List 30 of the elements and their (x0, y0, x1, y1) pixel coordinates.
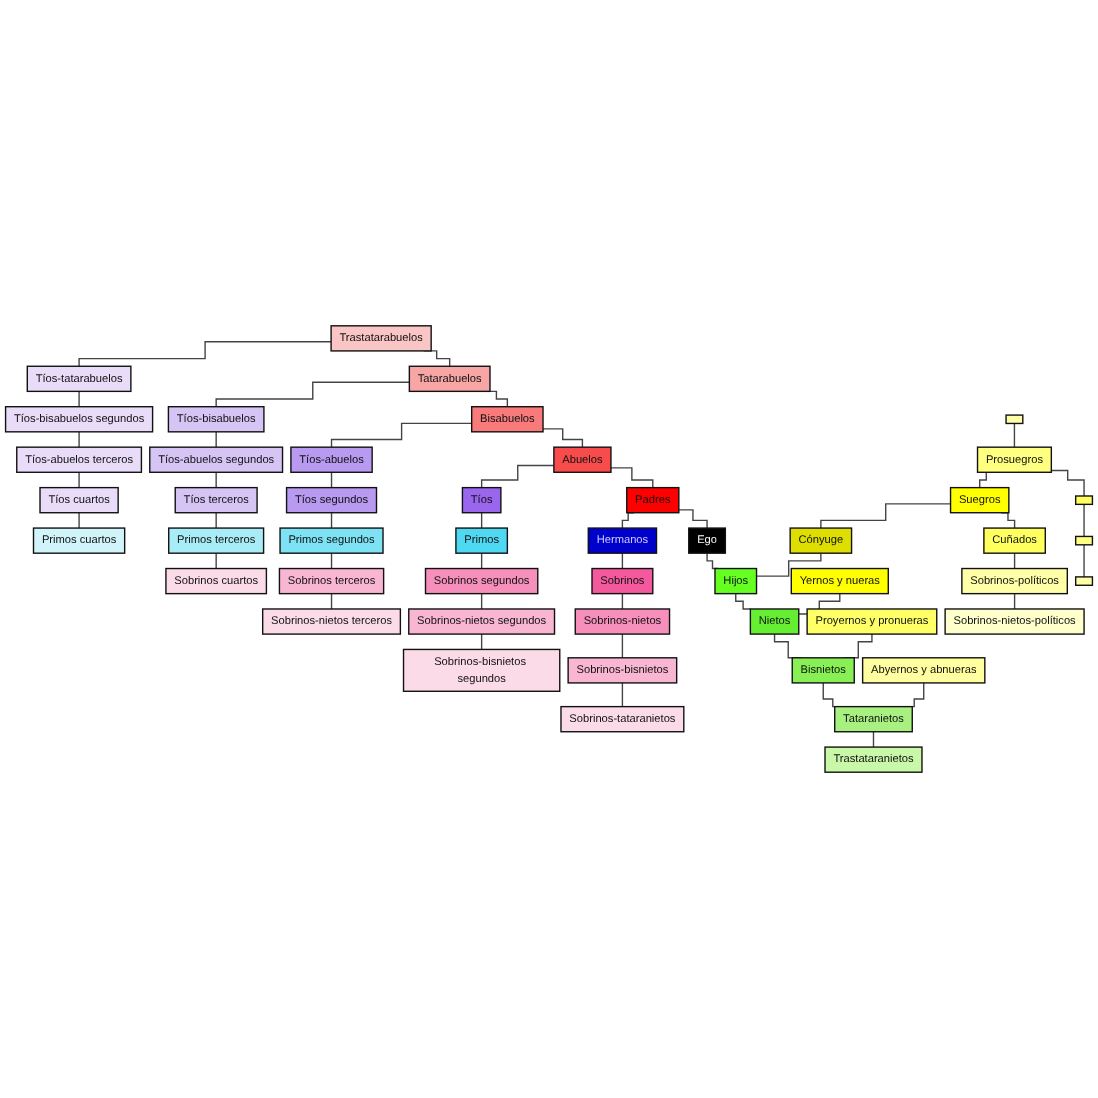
connector (78, 512, 80, 529)
connector (678, 509, 708, 529)
connector (706, 552, 719, 570)
node-box (1075, 535, 1094, 546)
connector (755, 552, 822, 577)
connector (480, 464, 555, 489)
connector (78, 341, 332, 367)
connector (621, 633, 624, 659)
connector (78, 471, 80, 489)
connector (735, 592, 752, 610)
connector (1083, 544, 1085, 578)
connector (610, 467, 654, 489)
connector (215, 512, 217, 529)
connector (621, 512, 635, 529)
connector (78, 431, 80, 448)
node-box (1005, 414, 1024, 425)
connector (215, 431, 217, 448)
connector (215, 471, 217, 489)
connector (1050, 469, 1085, 497)
node-box (1075, 576, 1094, 586)
connector (78, 390, 80, 408)
connector (215, 381, 411, 408)
connector (215, 552, 217, 570)
connector (820, 503, 952, 529)
connector (621, 682, 624, 708)
connector (542, 428, 584, 448)
connector (1083, 503, 1085, 538)
connector (330, 422, 473, 448)
node-box (1075, 495, 1094, 506)
connector (1013, 422, 1016, 448)
